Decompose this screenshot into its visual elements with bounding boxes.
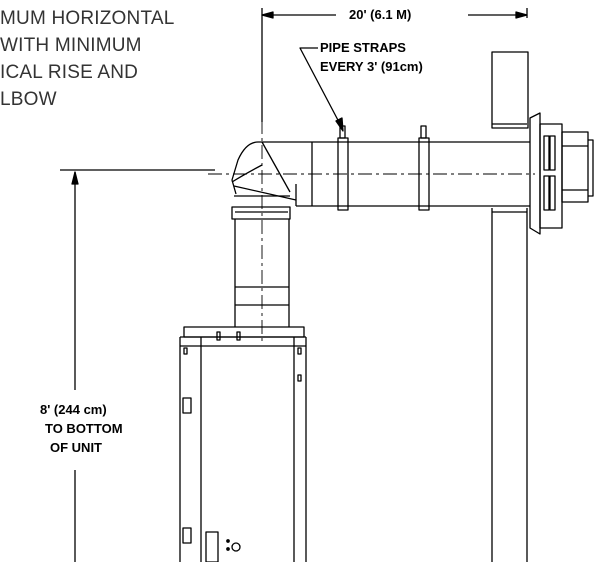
vertical-dimension-label: 8' (244 cm) (40, 402, 107, 417)
vertical-vent-pipe (234, 219, 290, 327)
horizontal-vent-pipe (272, 125, 530, 211)
vent-termination (529, 112, 594, 235)
pipe-straps-label: PIPE STRAPS (320, 40, 406, 55)
title-line-2: WITH MINIMUM (0, 35, 142, 56)
water-heater-unit (179, 326, 307, 563)
centerlines (208, 120, 535, 345)
vertical-dimension-of-unit: OF UNIT (50, 440, 102, 455)
vertical-dimension-to-bottom: TO BOTTOM (45, 421, 123, 436)
title-line-1: MUM HORIZONTAL (0, 8, 175, 29)
title-line-3: ICAL RISE AND (0, 62, 139, 83)
pipe-straps-spacing-label: EVERY 3' (91cm) (320, 59, 423, 74)
horizontal-dimension (261, 8, 528, 122)
title-line-4: LBOW (0, 89, 57, 110)
horizontal-dimension-label: 20' (6.1 M) (349, 7, 412, 22)
vertical-dimension (60, 169, 215, 562)
wall (491, 51, 529, 562)
elbow (231, 141, 297, 220)
pipe-straps-leader (299, 47, 344, 132)
